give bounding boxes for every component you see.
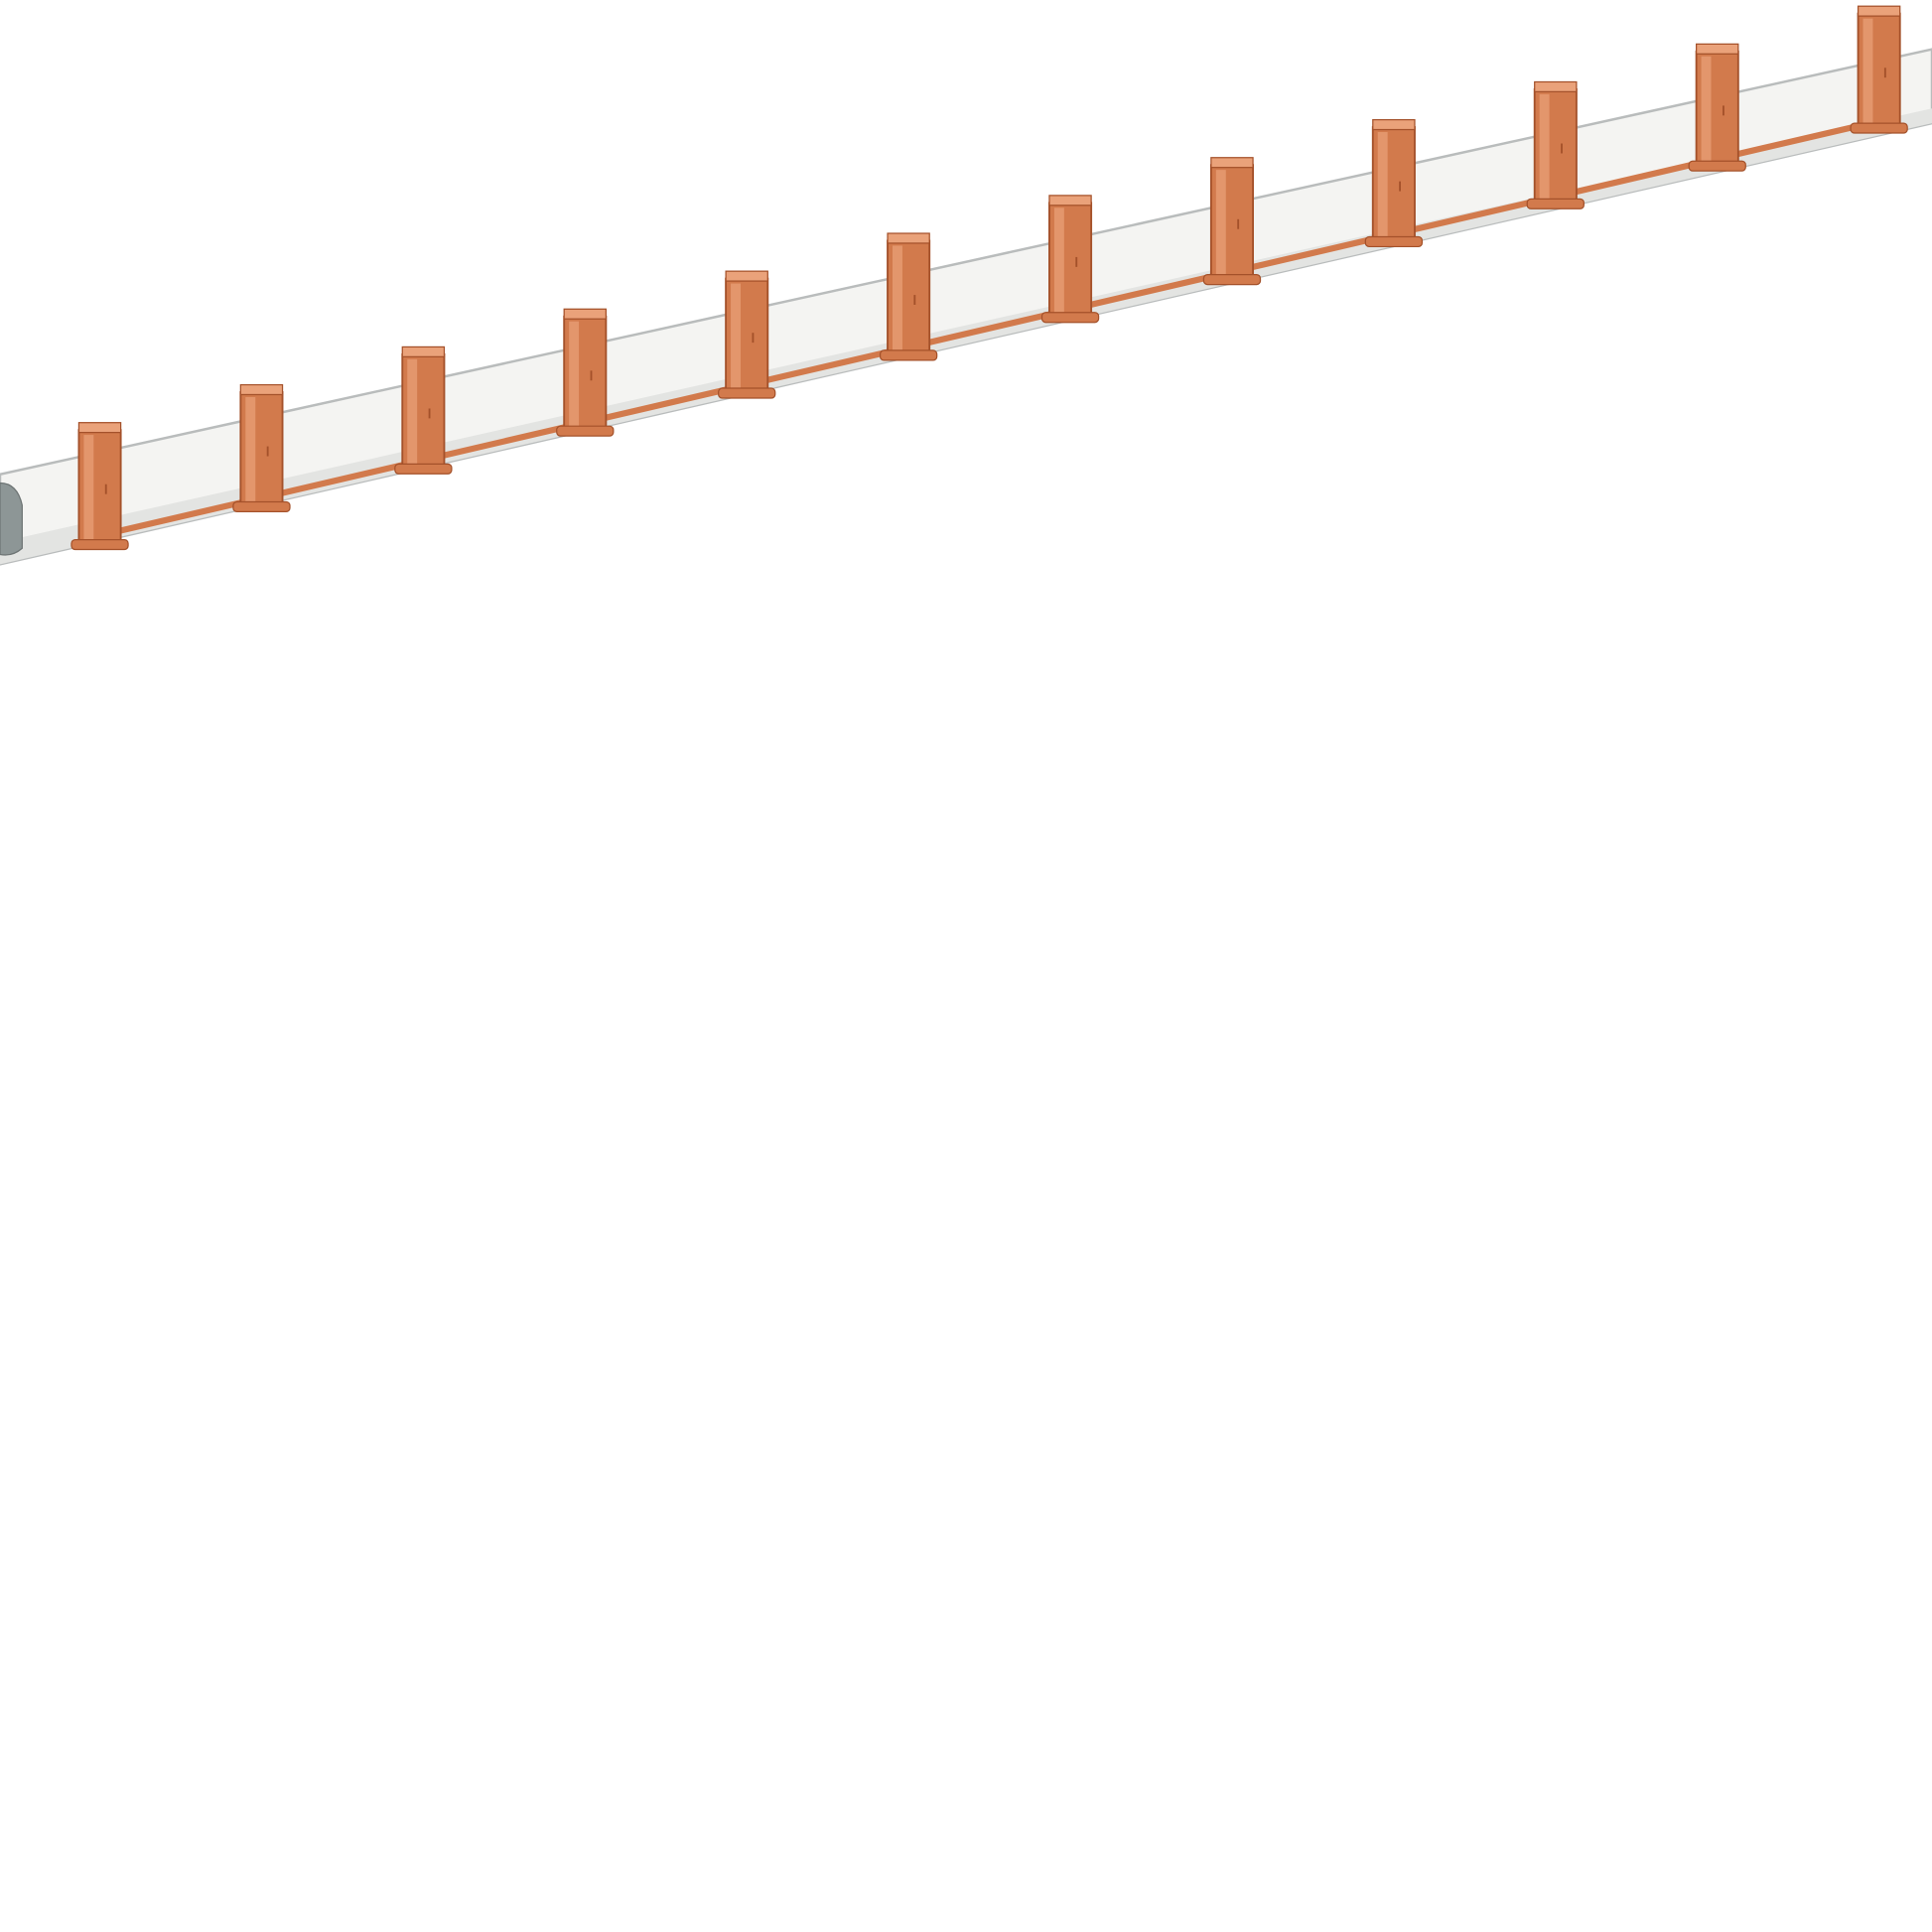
pin-highlight <box>1701 56 1712 164</box>
pin-highlight <box>1539 93 1550 202</box>
pin-foot <box>232 500 291 513</box>
pin-foot <box>556 425 615 437</box>
copper-pin <box>1364 118 1424 248</box>
pin-foot <box>394 463 453 475</box>
pin-foot <box>1526 198 1585 209</box>
copper-pin <box>556 308 615 437</box>
pin-top-edge <box>239 383 284 396</box>
pin-highlight <box>245 396 256 504</box>
copper-pin <box>1850 5 1908 134</box>
pin-highlight <box>1215 170 1226 278</box>
pin-top-edge <box>1534 80 1578 93</box>
copper-pin <box>394 345 453 475</box>
pin-highlight <box>1053 207 1064 316</box>
insulation-strip <box>0 48 1932 566</box>
copper-pin <box>1526 80 1585 209</box>
pin-top-edge <box>1048 195 1092 207</box>
pin-top-edge <box>1372 118 1416 131</box>
pin-highlight <box>892 245 902 353</box>
pin-top-edge <box>725 270 768 282</box>
insulation-end-curl <box>0 482 23 556</box>
pin-highlight <box>1377 132 1388 239</box>
copper-pin <box>232 383 291 513</box>
pin-top-edge <box>1210 157 1254 169</box>
copper-pin <box>1202 157 1262 286</box>
copper-pins <box>70 5 1908 551</box>
pin-foot <box>1202 274 1262 286</box>
pin-highlight <box>83 435 94 543</box>
pin-top-edge <box>563 308 608 320</box>
pin-foot <box>879 349 938 361</box>
pin-top-edge <box>401 345 446 357</box>
pin-foot <box>718 387 776 399</box>
pin-top-edge <box>1695 43 1739 55</box>
copper-pin <box>1688 43 1746 172</box>
copper-bus-line <box>91 115 1892 541</box>
pin-foot <box>1040 312 1100 324</box>
pin-foot <box>70 538 129 551</box>
pin-top-edge <box>1857 5 1901 17</box>
pin-highlight <box>407 358 418 467</box>
copper-pin <box>70 422 129 551</box>
pin-foot <box>1688 160 1746 172</box>
pin-foot <box>1364 235 1424 248</box>
pin-highlight <box>569 321 580 429</box>
copper-pin <box>718 270 776 399</box>
pin-top-edge <box>77 422 122 434</box>
pin-highlight <box>731 283 741 391</box>
copper-pin <box>879 232 938 361</box>
pin-top-edge <box>887 232 930 244</box>
copper-pin <box>1040 195 1100 324</box>
pin-highlight <box>1863 18 1873 126</box>
pin-foot <box>1850 122 1908 134</box>
